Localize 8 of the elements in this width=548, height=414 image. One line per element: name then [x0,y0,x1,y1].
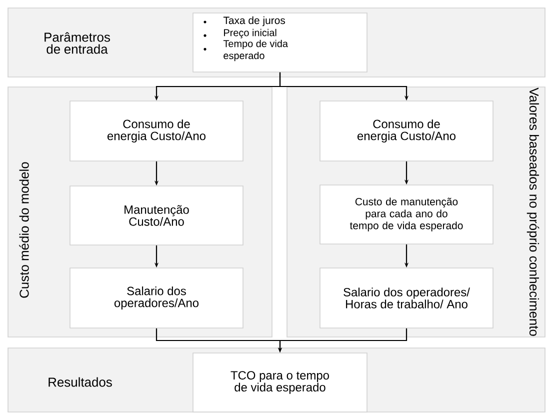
bullet-list-box: Taxa de juros Preço inicial Tempo de vida esperado [192,12,368,72]
process-box: TCO para o tempo de vida esperado [192,352,368,412]
process-box: Custo de manutenção para cada ano do tempo de vida esperado [320,184,494,244]
process-box: Salario dos operadores/Ano [70,268,244,328]
process-box: Manutenção Custo/Ano [70,186,244,246]
process-box: Consumo de energia Custo/Ano [320,100,494,162]
process-box: Salario dos operadores/ Horas de trabalho/ Ano [320,268,494,328]
process-box: Consumo de energia Custo/Ano [70,100,244,162]
